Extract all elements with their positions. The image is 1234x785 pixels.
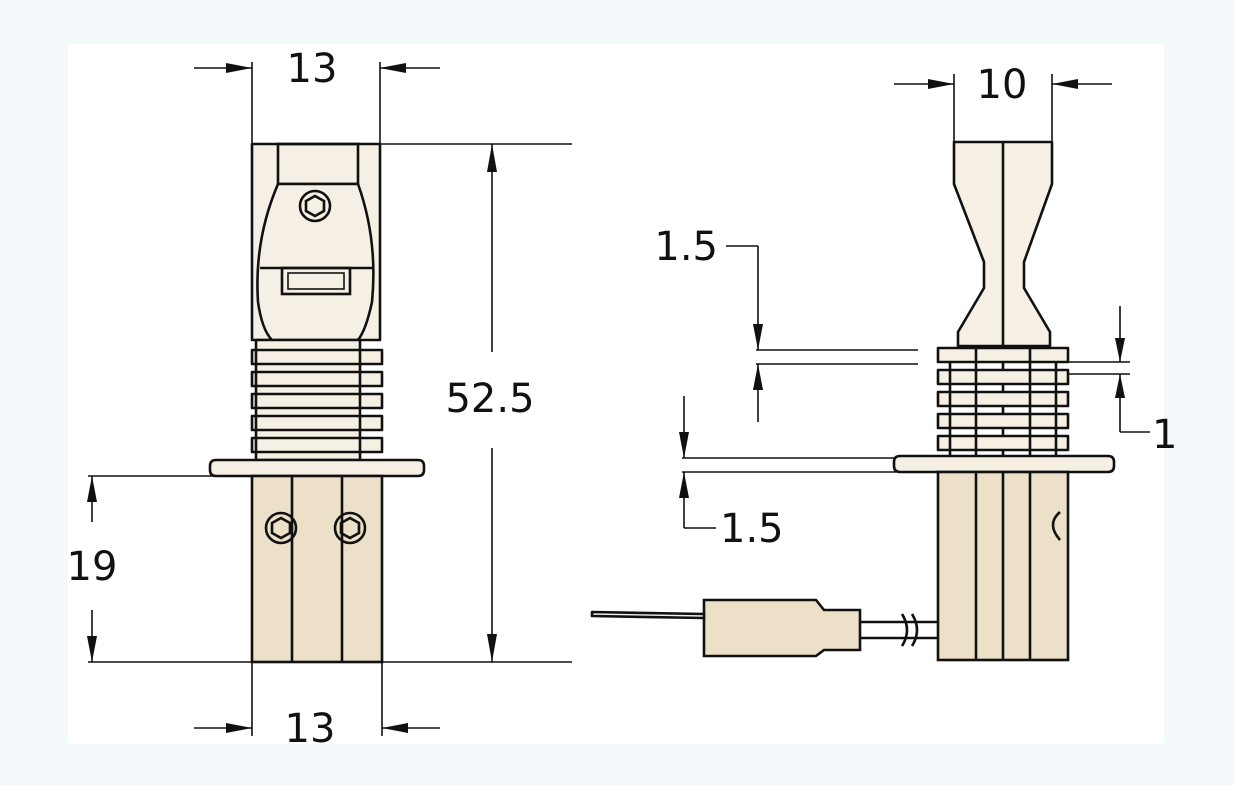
side-view: 10 1.5 1 <box>590 62 1177 662</box>
side-dim-fin-gap-upper <box>726 245 918 422</box>
front-hex-screw-left <box>264 511 298 545</box>
front-dim-base-height-label: 19 <box>67 544 118 590</box>
front-led-chip-inner <box>287 272 345 290</box>
side-heat-sink-fins <box>936 346 1070 458</box>
front-view: 13 52.5 19 13 <box>67 46 572 752</box>
front-dim-total-height-label: 52.5 <box>445 376 534 422</box>
side-base-screw-head <box>1051 511 1061 541</box>
side-dim-fin-thickness-label: 1 <box>1152 412 1177 458</box>
front-lens-outline <box>256 182 375 342</box>
side-dim-fin-thickness <box>1068 306 1150 433</box>
side-flange <box>892 454 1116 474</box>
front-dim-top-width-label: 13 <box>287 46 338 92</box>
front-hex-screw-top <box>298 189 332 223</box>
front-hex-screw-right <box>333 511 367 545</box>
front-flange <box>208 458 426 478</box>
front-dim-base-height <box>87 475 252 663</box>
side-dim-fin-gap-lower-label: 1.5 <box>720 506 784 552</box>
front-dim-total-height <box>380 143 572 663</box>
front-dim-bottom-width-label: 13 <box>285 706 336 752</box>
side-dim-fin-gap-upper-label: 1.5 <box>654 224 718 270</box>
front-dim-bottom-width <box>194 662 440 736</box>
side-connector <box>702 598 862 658</box>
side-connector-pin <box>590 610 706 620</box>
side-dim-top-width-label: 10 <box>977 62 1028 108</box>
front-heat-sink-fins <box>250 338 384 464</box>
front-base-body <box>250 474 384 664</box>
front-led-chip <box>280 266 352 296</box>
front-dim-top-width <box>194 62 440 144</box>
side-dim-top-width <box>894 74 1112 142</box>
side-dim-fin-gap-lower <box>679 396 896 529</box>
side-cable <box>860 613 938 647</box>
